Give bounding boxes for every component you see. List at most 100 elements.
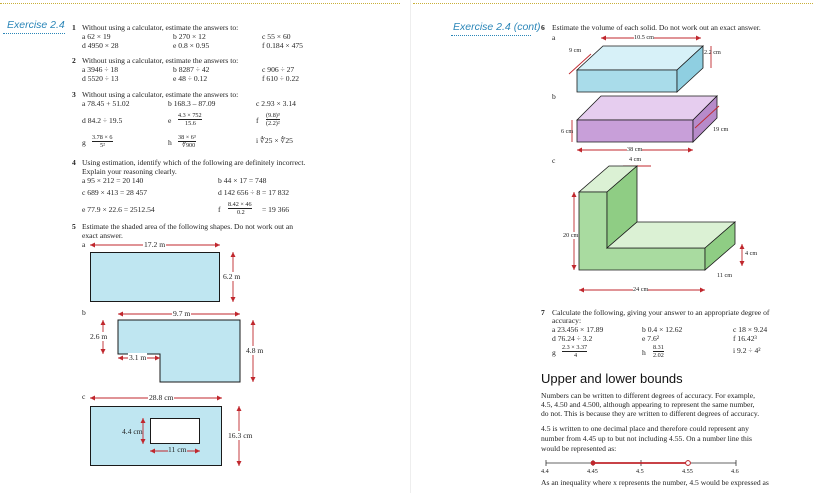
left-page: Exercise 2.4 1 Without using a calculato… (0, 3, 400, 466)
tick-4-4: 4.4 (541, 468, 549, 475)
q6-a-cuboid (575, 45, 705, 93)
q5-b-width-label: 9.7 m (172, 309, 192, 318)
q6-c-l-prism (577, 165, 737, 271)
q7-prompt: Calculate the following, giving your ans… (552, 308, 770, 317)
q4-prompt: Using estimation, identify which of the … (82, 158, 306, 167)
q2-d: d 5520 ÷ 13 (82, 74, 119, 83)
q2-f: f 610 ÷ 0.22 (262, 74, 300, 83)
q5-c-hole (150, 418, 200, 444)
q3-e-label: e (168, 116, 172, 125)
q7-h-num: 8.31 (653, 344, 664, 352)
q3-i: i ∜25 × ∜25 (256, 136, 293, 145)
q4-number: 4 (72, 158, 76, 167)
tick-4-5: 4.5 (636, 468, 644, 475)
q2-a: a 3946 ÷ 18 (82, 65, 119, 74)
q5-b-l-shape (117, 319, 241, 383)
q7-d: d 76.24 ÷ 3.2 (552, 334, 593, 343)
q5-c-hole-height-arrow (140, 418, 146, 444)
q1-e: e 0.8 × 0.95 (173, 41, 210, 50)
q3-h-label: h (168, 138, 172, 147)
q3-g-num: 3.78 × 6 (92, 134, 113, 142)
q6-c-height-arrow (571, 192, 577, 270)
q7-prompt-2: accuracy: (552, 316, 582, 325)
bounds-p1-line1: Numbers can be written to different degr… (541, 391, 756, 400)
bounds-p1-line3: do not. This is because they are written… (541, 409, 760, 418)
q4-f-rest: = 19 366 (262, 205, 290, 214)
q5-a-label: a (82, 240, 86, 249)
q6-c-length-label: 24 cm (633, 286, 649, 293)
q3-prompt: Without using a calculator, estimate the… (82, 90, 239, 99)
q6-prompt: Estimate the volume of each solid. Do no… (552, 23, 761, 32)
exercise-header: Exercise 2.4 (7, 19, 65, 31)
q3-g-den: 5² (100, 142, 105, 149)
q7-b: b 0.4 × 12.62 (642, 325, 683, 334)
q6-a-depth-label: 9 cm (569, 47, 582, 54)
q6-a-label: a (552, 33, 556, 42)
q6-c-height-label: 20 cm (563, 232, 579, 239)
q7-i: i 9.2 ÷ 4² (733, 346, 761, 355)
q4-e: e 77.9 × 22.6 = 2512.54 (82, 205, 155, 214)
q1-d: d 4950 × 28 (82, 41, 119, 50)
q7-e: e 7.6² (642, 334, 660, 343)
bounds-p1-line2: 4.5, 4.50 and 4.500, although appearing … (541, 400, 755, 409)
q7-f: f 16.42³ (733, 334, 757, 343)
q2-prompt: Without using a calculator, estimate the… (82, 56, 239, 65)
q7-c: c 18 × 9.24 (733, 325, 768, 334)
q1-prompt: Without using a calculator, estimate the… (82, 23, 239, 32)
q5-c-width-label: 28.8 cm (148, 393, 175, 402)
q4-f-label: f (218, 205, 221, 214)
q6-b-depth-label: 19 cm (713, 126, 729, 133)
q6-number: 6 (541, 23, 545, 32)
q6-c-right-arrow (739, 244, 745, 266)
header-rule-right (413, 3, 813, 4)
q3-h-den: ∛900 (182, 142, 196, 149)
q6-a-depth-arrow (568, 53, 592, 75)
q6-a-height-arrow (710, 46, 712, 68)
q5-b-notch-label: 3.1 m (128, 353, 148, 362)
q3-c: c 2.93 × 3.14 (256, 99, 296, 108)
q3-f-label: f (256, 116, 259, 125)
q5-b-label: b (82, 308, 86, 317)
q7-a: a 23.456 × 17.89 (552, 325, 604, 334)
page-gutter (410, 0, 411, 493)
q6-b-depth-arrow (694, 105, 720, 129)
bounds-p3: As an inequality where x represents the … (541, 478, 769, 487)
q7-h-label: h (642, 348, 646, 357)
q5-a-height-label: 6.2 m (223, 272, 241, 281)
q7-g-num: 2.3 × 3.37 (562, 344, 588, 352)
q3-e-num: 4.3 × 752 (178, 112, 202, 120)
q1-a: a 62 × 19 (82, 32, 111, 41)
q3-g-label: g (82, 138, 86, 147)
q4-d: d 142 656 ÷ 8 = 17 832 (218, 188, 290, 197)
q3-h-num: 38 × 6³ (178, 134, 196, 142)
q5-b-right-label: 4.8 m (246, 346, 264, 355)
q2-e: e 48 ÷ 0.12 (173, 74, 208, 83)
q6-b-length-label: 38 cm (627, 146, 643, 153)
q5-prompt-2: exact answer. (82, 231, 123, 240)
q5-number: 5 (72, 222, 76, 231)
q1-f: f 0.184 × 475 (262, 41, 303, 50)
q6-c-label: c (552, 156, 556, 165)
tick-4-55: 4.55 (682, 468, 693, 475)
q4-c: c 689 × 413 = 28 457 (82, 188, 148, 197)
bounds-heading: Upper and lower bounds (541, 371, 683, 386)
q5-c-label: c (82, 392, 86, 401)
q6-b-label: b (552, 92, 556, 101)
q6-b-height-label: 6 cm (561, 128, 574, 135)
q5-c-hole-width-label: 11 cm (168, 445, 187, 454)
right-page: Exercise 2.4 (cont) 6 Estimate the volum… (411, 0, 820, 493)
q5-a-width-label: 17.2 m (143, 240, 167, 249)
q3-d: d 84.2 ÷ 19.5 (82, 116, 123, 125)
exercise-header-cont: Exercise 2.4 (cont) (453, 21, 541, 33)
q3-f-den: (2.2)² (266, 120, 280, 127)
q2-number: 2 (72, 56, 76, 65)
q3-f-num: (9.8)³ (266, 112, 280, 120)
bounds-p2-line2: number from 4.45 up to but not including… (541, 434, 752, 443)
tick-4-45: 4.45 (587, 468, 598, 475)
q3-e-den: 15.6 (185, 120, 196, 127)
q1-c: c 55 × 60 (262, 32, 291, 41)
q3-b: b 168.3 – 87.09 (168, 99, 216, 108)
q7-g-den: 4 (574, 352, 578, 359)
q6-c-right-label: 4 cm (745, 250, 758, 257)
q3-number: 3 (72, 90, 76, 99)
